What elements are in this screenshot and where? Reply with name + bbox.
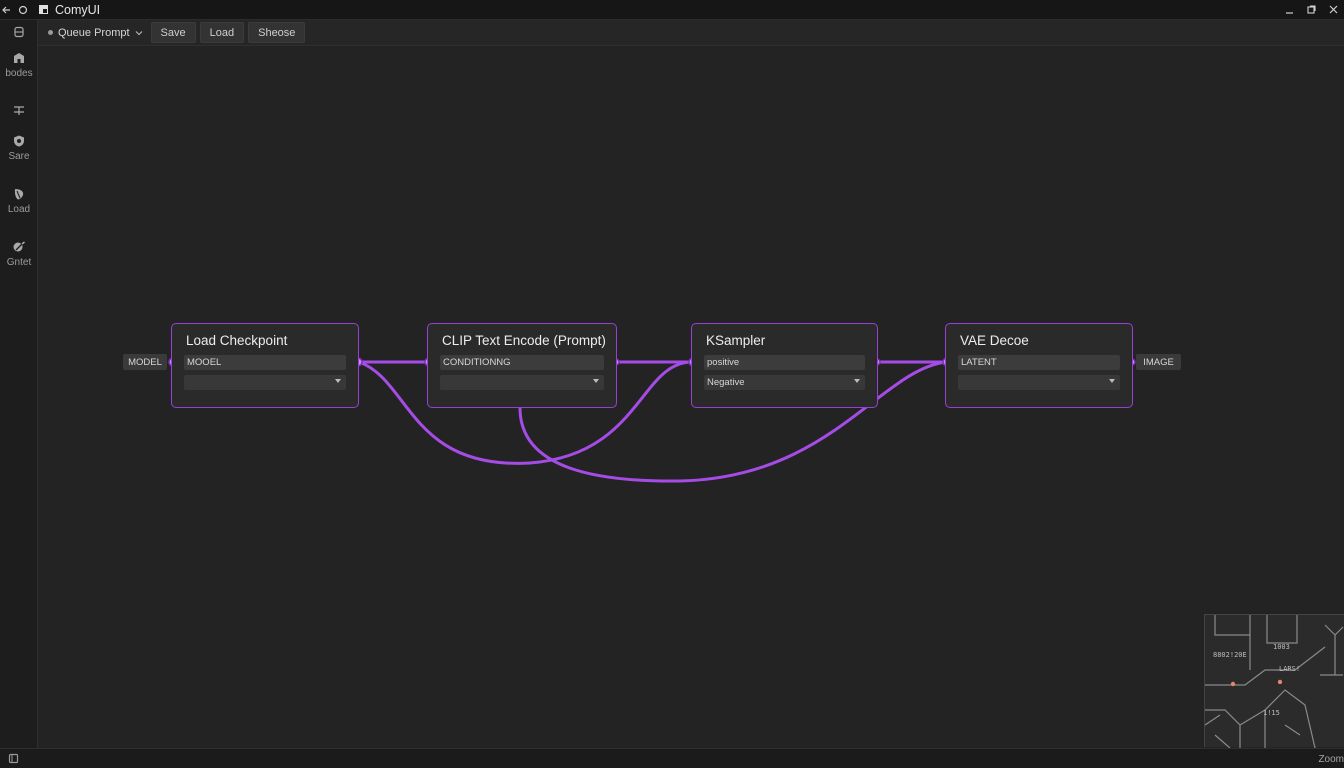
minimap-marker: [1277, 679, 1283, 685]
node-load-checkpoint[interactable]: Load Checkpoint MOOEL: [171, 323, 359, 408]
node-vae-decode[interactable]: VAE Decoe LATENT: [945, 323, 1133, 408]
sidebar-item-sliders[interactable]: [0, 102, 38, 118]
dropdown-caret-icon: [854, 379, 860, 383]
dropdown-caret-icon: [335, 379, 341, 383]
queue-icon[interactable]: [8, 753, 19, 767]
title-bar: ComyUI: [0, 0, 1344, 20]
minimap-label: LARS!: [1279, 665, 1301, 673]
node-dropdown[interactable]: [184, 375, 346, 390]
node-field-latent[interactable]: LATENT: [958, 355, 1120, 370]
shield-icon: [11, 133, 27, 149]
node-field-positive[interactable]: positive: [704, 355, 865, 370]
node-ksampler[interactable]: KSampler positive Negative: [691, 323, 878, 408]
node-clip-text-encode[interactable]: CLIP Text Encode (Prompt) CONDITIONNG: [427, 323, 617, 408]
sidebar-item-load[interactable]: Load: [0, 186, 38, 215]
queue-status-dot: [48, 30, 53, 35]
node-dropdown[interactable]: [958, 375, 1120, 390]
toolbar: Queue Prompt Save Load Sheose: [38, 20, 1344, 46]
window-title: ComyUI: [55, 2, 101, 17]
close-icon[interactable]: [1322, 0, 1344, 20]
sidebar-item-layers[interactable]: [0, 24, 38, 40]
sidebar-item-nodes[interactable]: bodes: [0, 50, 38, 79]
node-dropdown-negative[interactable]: Negative: [704, 375, 865, 390]
minimap-label: 8802!20E: [1213, 651, 1247, 659]
back-arrow-icon[interactable]: [0, 5, 14, 15]
sliders-icon: [11, 102, 27, 118]
dropdown-caret-icon: [1109, 379, 1115, 383]
node-dropdown[interactable]: [440, 375, 604, 390]
nodes-icon: [11, 50, 27, 66]
node-title: Load Checkpoint: [186, 333, 288, 348]
minimap-label: 1!15: [1263, 709, 1280, 717]
zoom-label[interactable]: Zoom: [1318, 754, 1344, 765]
minimap-graphic: [1205, 615, 1344, 748]
node-title: CLIP Text Encode (Prompt): [442, 333, 606, 348]
node-field-model[interactable]: MOOEL: [184, 355, 346, 370]
maximize-icon[interactable]: [1300, 0, 1322, 20]
status-bar: Zoom: [0, 748, 1344, 768]
sidebar-item-label: Load: [7, 204, 31, 215]
external-output-image[interactable]: IMAGE: [1136, 354, 1181, 370]
save-button[interactable]: Save: [150, 22, 196, 43]
tag-icon: [11, 239, 27, 255]
refresh-icon[interactable]: [14, 5, 32, 15]
dropdown-caret-icon: [593, 379, 599, 383]
node-title: KSampler: [706, 333, 766, 348]
share-button[interactable]: Sheose: [248, 22, 306, 43]
minimap-marker: [1230, 681, 1236, 687]
sidebar: bodes Sare Load Gntet: [0, 20, 38, 748]
sidebar-item-label: Sare: [8, 151, 30, 162]
app-logo-icon: [36, 4, 50, 15]
minimap[interactable]: 8802!20E 1003 LARS! 1!15: [1204, 614, 1344, 748]
leaf-icon: [11, 186, 27, 202]
minimap-label: 1003: [1273, 643, 1290, 651]
queue-prompt-label: Queue Prompt: [58, 26, 130, 39]
node-title: VAE Decoe: [960, 333, 1029, 348]
external-input-model[interactable]: MODEL: [123, 354, 167, 370]
sidebar-item-save[interactable]: Sare: [0, 133, 38, 162]
sidebar-item-gntet[interactable]: Gntet: [0, 239, 38, 268]
chevron-down-icon[interactable]: [135, 30, 143, 36]
sidebar-item-label: bodes: [5, 68, 33, 79]
load-button[interactable]: Load: [199, 22, 245, 43]
minimize-icon[interactable]: [1278, 0, 1300, 20]
node-field-conditioning[interactable]: CONDITIONNG: [440, 355, 604, 370]
dropdown-value: Negative: [707, 377, 745, 388]
sidebar-item-label: Gntet: [6, 257, 32, 268]
queue-prompt-button[interactable]: Queue Prompt: [44, 23, 147, 43]
layers-icon: [11, 24, 27, 40]
